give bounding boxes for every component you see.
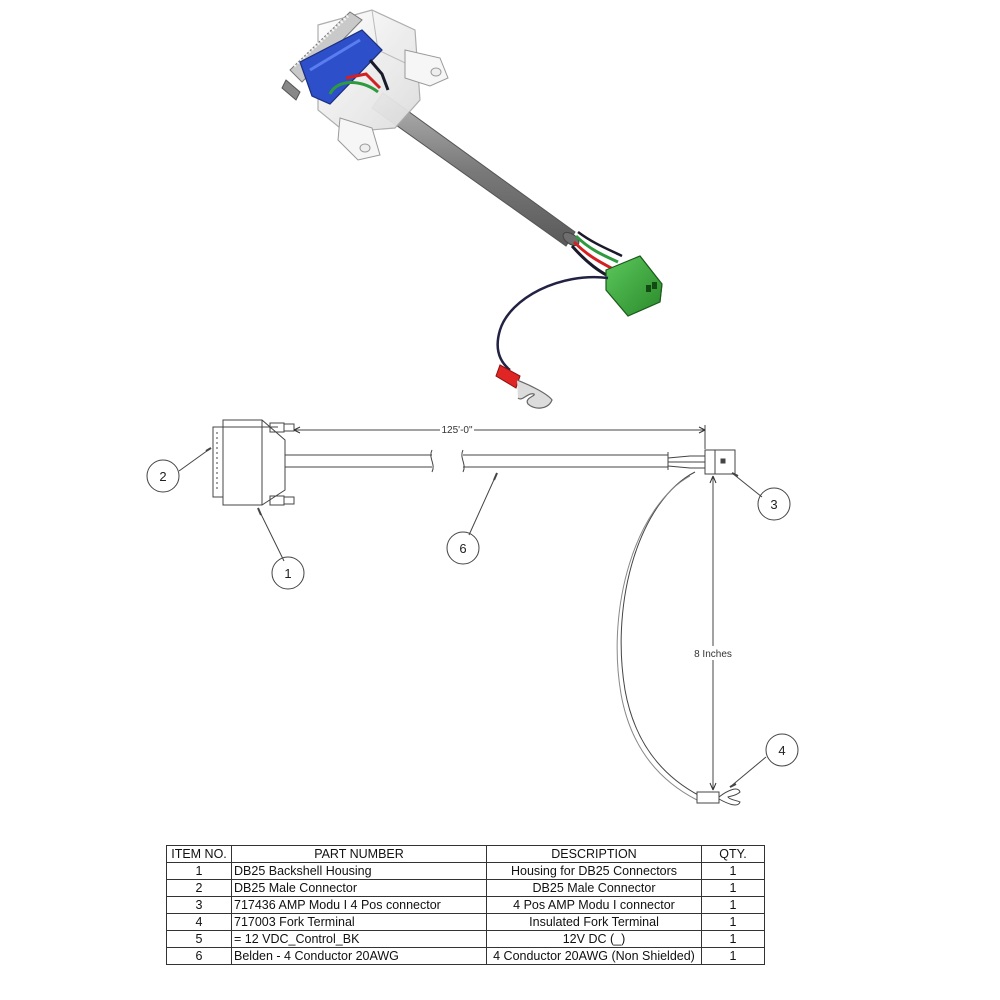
bom-header-item: ITEM NO. — [166, 845, 232, 863]
balloon-4-label: 4 — [778, 743, 785, 758]
bom-header-row: ITEM NO. PART NUMBER DESCRIPTION QTY. — [166, 845, 765, 863]
housing-wires-3d — [328, 59, 390, 95]
bom-part: DB25 Backshell Housing — [231, 862, 487, 880]
bom-desc: Insulated Fork Terminal — [486, 913, 702, 931]
bom-qty: 1 — [701, 947, 765, 965]
balloon-6 — [446, 531, 480, 565]
bom-part: 717003 Fork Terminal — [231, 913, 487, 931]
db25-connector-2d — [212, 419, 295, 506]
table-row: 5 = 12 VDC_Control_BK 12V DC (_) 1 — [166, 930, 765, 948]
bom-header-desc: DESCRIPTION — [486, 845, 702, 863]
bom-qty: 1 — [701, 930, 765, 948]
bom-qty: 1 — [701, 879, 765, 897]
table-row: 3 717436 AMP Modu I 4 Pos connector 4 Po… — [166, 896, 765, 914]
bom-qty: 1 — [701, 896, 765, 914]
bom-item: 4 — [166, 913, 232, 931]
bom-desc: DB25 Male Connector — [486, 879, 702, 897]
bom-item: 6 — [166, 947, 232, 965]
overall-length-label: 125'-0" — [441, 425, 472, 436]
bom-desc: 12V DC (_) — [486, 930, 702, 948]
fork-lead-length-label: 8 Inches — [694, 649, 732, 660]
bom-item: 3 — [166, 896, 232, 914]
balloon-2-label: 2 — [159, 469, 166, 484]
bom-qty: 1 — [701, 862, 765, 880]
bom-part: 717436 AMP Modu I 4 Pos connector — [231, 896, 487, 914]
dimension-overall-length — [293, 424, 706, 449]
bom-part: Belden - 4 Conductor 20AWG — [231, 947, 487, 965]
isometric-render — [281, 9, 663, 409]
bom-qty: 1 — [701, 913, 765, 931]
bill-of-materials-table: ITEM NO. PART NUMBER DESCRIPTION QTY. 1 … — [166, 845, 765, 965]
bom-desc: 4 Conductor 20AWG (Non Shielded) — [486, 947, 702, 965]
bom-item: 1 — [166, 862, 232, 880]
cable-2d — [285, 449, 705, 473]
balloon-6-label: 6 — [459, 541, 466, 556]
amp-modu-connector-3d — [605, 255, 663, 317]
table-row: 1 DB25 Backshell Housing Housing for DB2… — [166, 862, 765, 880]
balloon-1 — [271, 556, 305, 590]
balloon-leaders — [178, 447, 767, 788]
fork-terminal-lead-3d — [495, 275, 609, 409]
table-row: 6 Belden - 4 Conductor 20AWG 4 Conductor… — [166, 947, 765, 965]
dimension-fork-lead — [690, 475, 736, 791]
table-row: 4 717003 Fork Terminal Insulated Fork Te… — [166, 913, 765, 931]
bom-header-part: PART NUMBER — [231, 845, 487, 863]
bom-part: DB25 Male Connector — [231, 879, 487, 897]
bom-item: 5 — [166, 930, 232, 948]
bom-item: 2 — [166, 879, 232, 897]
bom-part: = 12 VDC_Control_BK — [231, 930, 487, 948]
bom-desc: 4 Pos AMP Modu I connector — [486, 896, 702, 914]
balloon-4 — [765, 733, 799, 767]
bom-header-qty: QTY. — [701, 845, 765, 863]
technical-drawing — [146, 419, 799, 806]
bom-desc: Housing for DB25 Connectors — [486, 862, 702, 880]
table-row: 2 DB25 Male Connector DB25 Male Connecto… — [166, 879, 765, 897]
amp-modu-connector-2d — [704, 449, 736, 475]
balloon-2 — [146, 459, 180, 493]
balloon-3-label: 3 — [770, 497, 777, 512]
balloon-1-label: 1 — [284, 566, 291, 581]
balloon-3 — [757, 487, 791, 521]
fork-lead-2d — [616, 471, 741, 806]
